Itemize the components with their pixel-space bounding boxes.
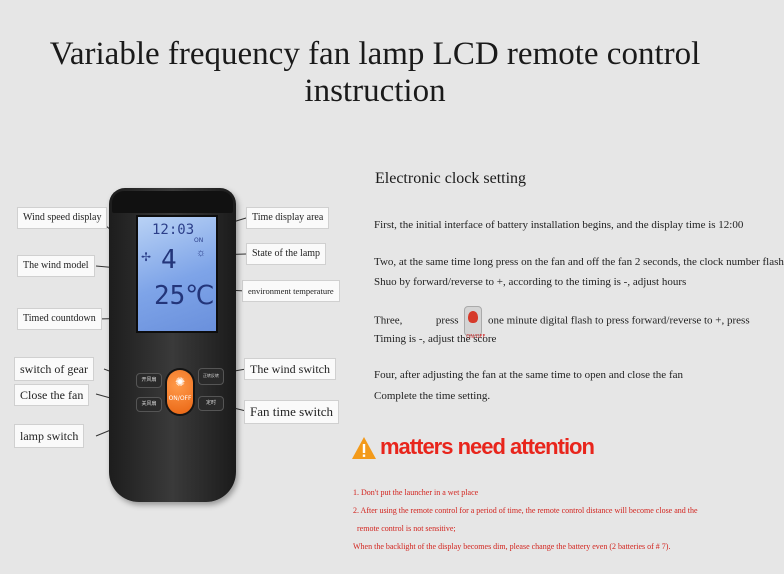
bulb-icon: ✺ bbox=[174, 375, 186, 389]
attention-note-2b: remote control is not sensitive; bbox=[357, 524, 456, 533]
clock-step-2a: Two, at the same time long press on the … bbox=[374, 256, 784, 268]
label-wind-model: The wind model bbox=[17, 255, 95, 277]
clock-setting-heading: Electronic clock setting bbox=[375, 170, 527, 187]
attention-heading: matters need attention bbox=[380, 434, 595, 459]
lcd-time: 12:03 bbox=[152, 222, 195, 238]
attention-note-3: When the backlight of the display become… bbox=[353, 542, 671, 551]
label-wind-speed-display: Wind speed display bbox=[17, 207, 108, 229]
lcd-gear: 4 bbox=[161, 245, 177, 275]
remote-control: 12:03 ON ✢ 4 ☼ 25℃ 开风扇 关风扇 ✺ ON/OFF 正转反转… bbox=[109, 188, 236, 502]
label-fan-time-switch: Fan time switch bbox=[244, 400, 340, 424]
lamp-icon: ☼ bbox=[196, 247, 207, 259]
warning-icon bbox=[352, 437, 376, 459]
lcd-screen: 12:03 ON ✢ 4 ☼ 25℃ bbox=[136, 215, 218, 333]
fan-timer-button[interactable]: 定时 bbox=[198, 396, 224, 411]
label-time-display-area: Time display area bbox=[246, 207, 330, 229]
label-lamp-switch: lamp switch bbox=[14, 424, 85, 448]
label-wind-switch: The wind switch bbox=[244, 358, 336, 380]
lcd-on-indicator: ON bbox=[194, 237, 204, 244]
label-state-of-lamp: State of the lamp bbox=[246, 243, 327, 265]
page-title: Variable frequency fan lamp LCD remote c… bbox=[49, 36, 701, 109]
ir-window bbox=[112, 191, 233, 213]
label-timed-countdown: Timed countdown bbox=[17, 308, 102, 330]
clock-step-3b: Timing is -, adjust the score bbox=[374, 333, 497, 345]
power-label: ON/OFF bbox=[168, 395, 192, 402]
label-switch-of-gear: switch of gear bbox=[14, 357, 94, 381]
gear-switch-button[interactable]: 开风扇 bbox=[136, 373, 162, 388]
wind-switch-button[interactable]: 正转反转 bbox=[198, 368, 224, 385]
lcd-temperature: 25℃ bbox=[154, 281, 215, 311]
on-off-button-icon: ON/OFF bbox=[464, 306, 485, 340]
clock-step-1: First, the initial interface of battery … bbox=[374, 219, 744, 231]
label-environment-temperature: environment temperature bbox=[242, 280, 340, 302]
clock-step-4a: Four, after adjusting the fan at the sam… bbox=[374, 369, 683, 381]
close-fan-button[interactable]: 关风扇 bbox=[136, 397, 162, 412]
clock-step-2b: Shuo by forward/reverse to +, according … bbox=[374, 276, 687, 288]
fan-icon: ✢ bbox=[141, 250, 152, 264]
label-close-the-fan: Close the fan bbox=[14, 384, 90, 406]
clock-step-3a: Three, press ON/OFF one minute digital f… bbox=[374, 306, 750, 340]
attention-note-2a: 2. After using the remote control for a … bbox=[353, 506, 698, 515]
clock-step-4b: Complete the time setting. bbox=[374, 390, 491, 402]
lamp-power-button[interactable]: ✺ ON/OFF bbox=[167, 370, 193, 414]
attention-note-1: 1. Don't put the launcher in a wet place bbox=[353, 488, 479, 497]
